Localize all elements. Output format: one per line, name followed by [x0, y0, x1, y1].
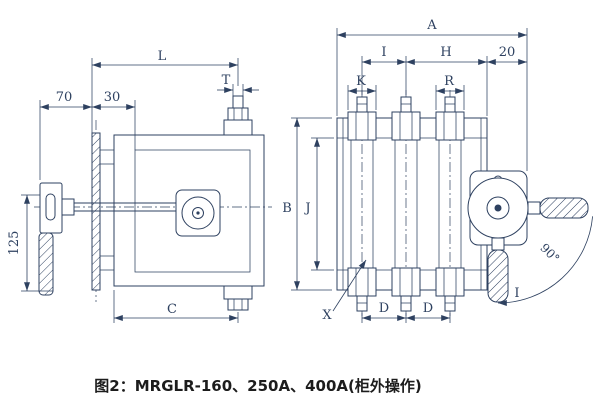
dim-label-T: T [222, 73, 231, 88]
dim-label-B: B [282, 201, 292, 216]
pole-1 [347, 96, 377, 312]
rotation-arc [497, 216, 593, 306]
bracket-bottom [99, 255, 115, 271]
handle-grip-horizontal [539, 197, 589, 219]
dim-label-20: 20 [499, 45, 516, 60]
right-view [336, 90, 593, 318]
left-view [34, 95, 272, 311]
hub-slot [45, 193, 56, 221]
dim-label-L: L [158, 49, 167, 64]
dim-label-70: 70 [56, 90, 73, 105]
dim-label-X: X [322, 308, 332, 323]
operator-mechanism [467, 170, 593, 306]
angle-label-90: 90° [537, 241, 562, 266]
pole-3 [435, 96, 465, 312]
dim-label-J: J [303, 201, 310, 216]
actuator-circle [181, 196, 215, 230]
right-dimensions: A I H 20 K R B J D D [282, 18, 562, 323]
pole-2 [391, 96, 421, 312]
handle-grip-vertical [487, 249, 509, 303]
switch-body [336, 117, 488, 291]
dim-label-D-left: D [379, 301, 389, 316]
dim-label-I-handle: I [514, 286, 519, 301]
dim-label-D-right: D [423, 301, 433, 316]
handle-shaft-horizontal [527, 201, 541, 215]
dim-label-30: 30 [104, 90, 121, 105]
handle-grip-side [38, 232, 54, 296]
bracket-top [99, 149, 115, 165]
top-terminal-bolt [223, 95, 253, 136]
dim-label-C: C [167, 302, 177, 317]
left-dimensions: L 70 30 T 125 C [7, 49, 259, 323]
dim-label-I: I [381, 45, 386, 60]
dim-label-K: K [356, 74, 366, 89]
shaft-coupling [61, 198, 75, 216]
dim-label-125: 125 [7, 231, 22, 256]
dim-label-A: A [426, 18, 437, 33]
dim-label-R: R [444, 74, 455, 89]
handle-shaft-vertical [491, 237, 505, 251]
figure-caption: 图2：MRGLR-160、250A、400A(柜外操作) [94, 377, 421, 395]
handle-hub [39, 182, 63, 234]
dim-label-H: H [440, 45, 451, 60]
bottom-terminal-bolt [223, 285, 253, 311]
